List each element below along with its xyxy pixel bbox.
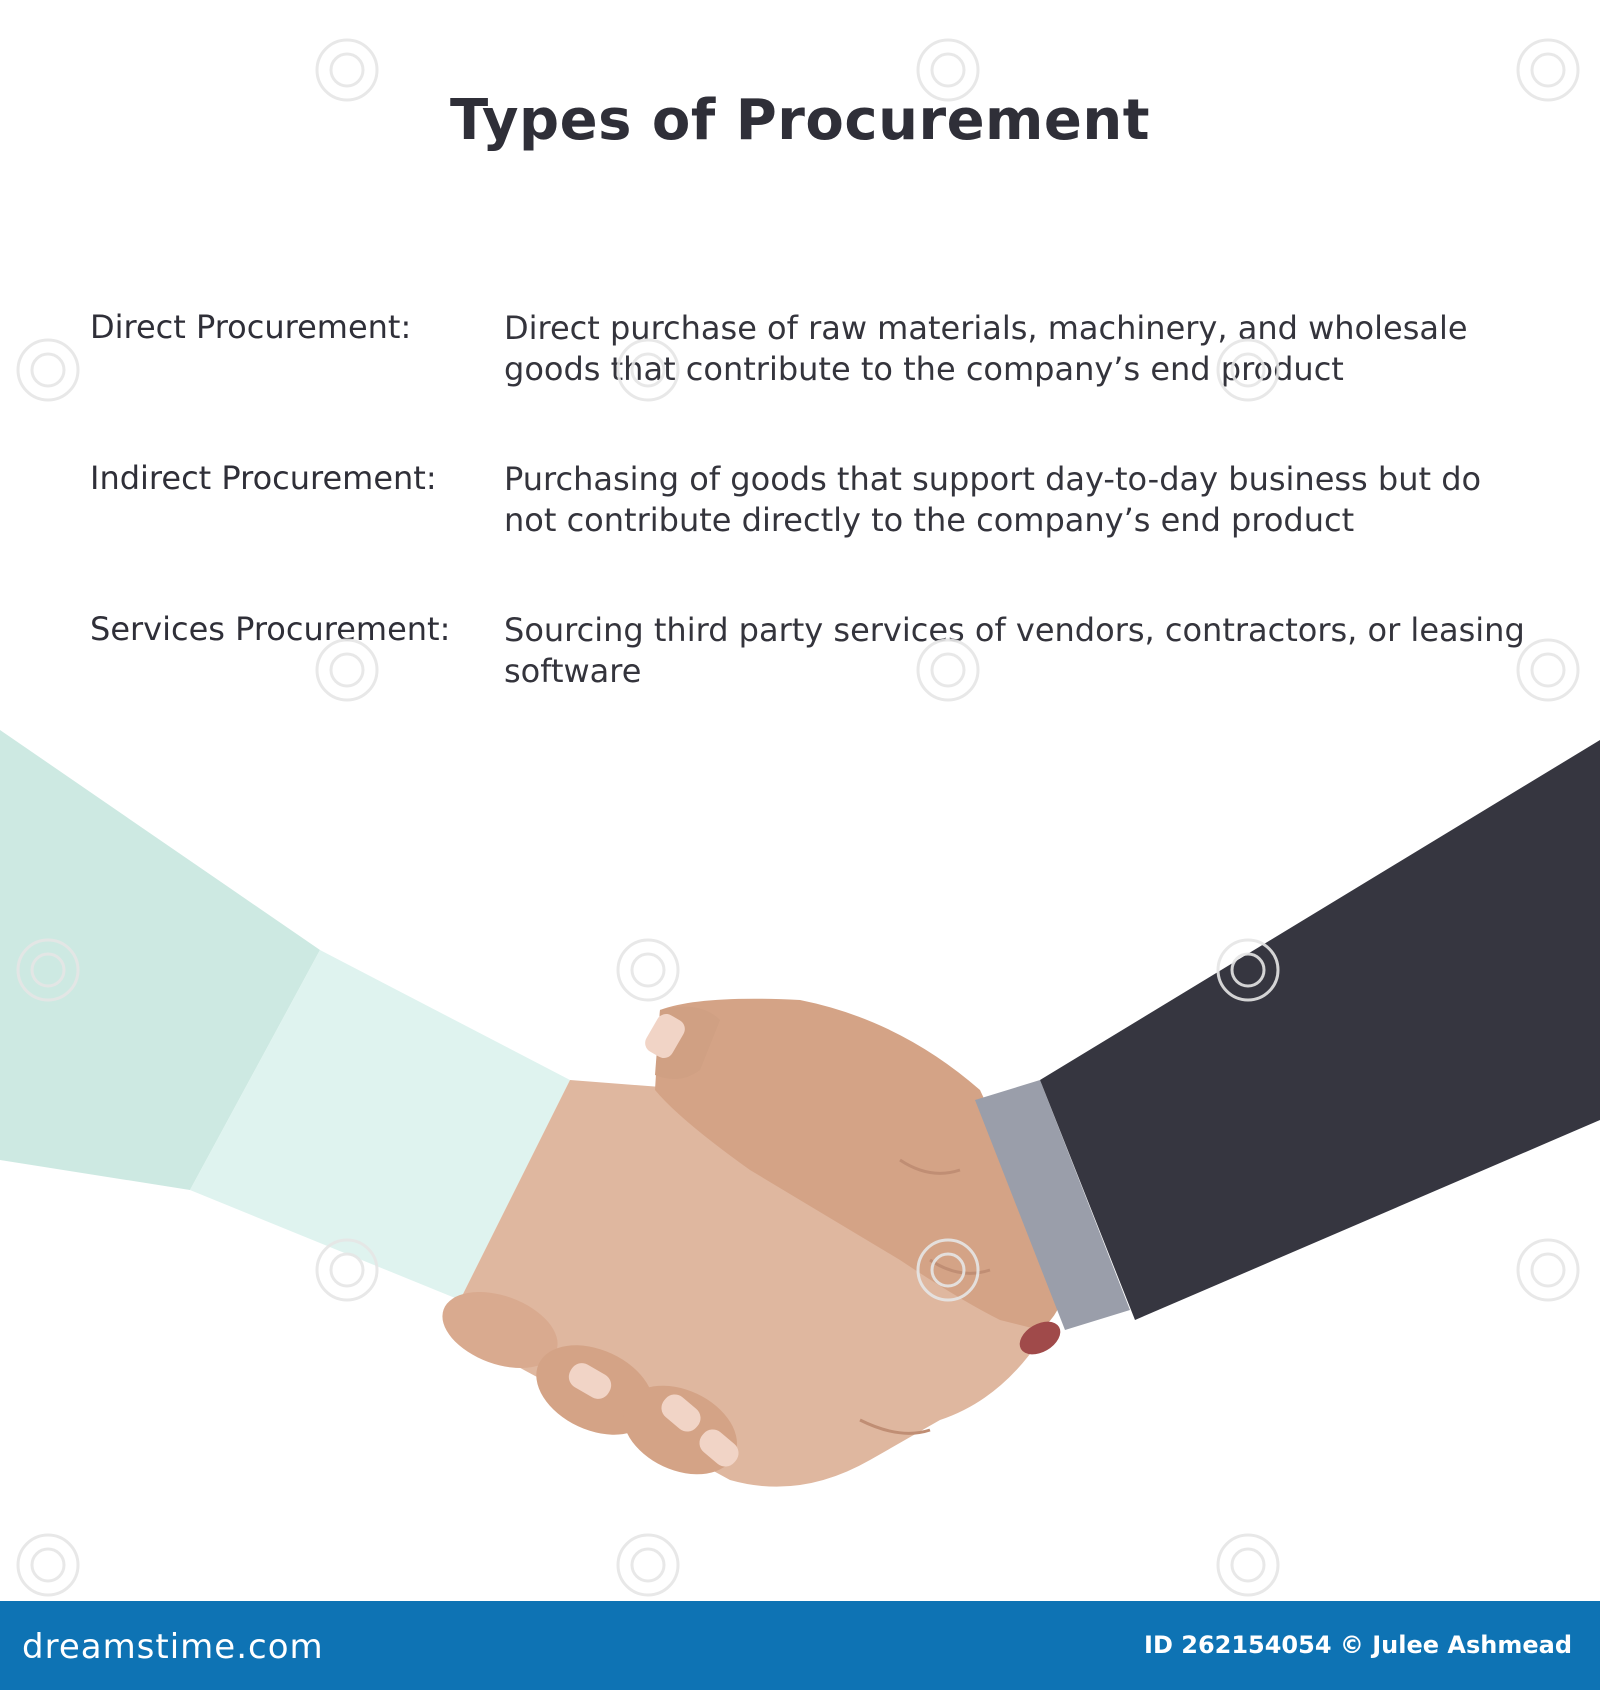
- fingernail: [661, 1394, 701, 1432]
- procurement-description: Sourcing third party services of vendors…: [504, 611, 1525, 690]
- handshake-illustration: [0, 730, 1600, 1487]
- left-cuff: [190, 950, 570, 1300]
- procurement-description: Direct purchase of raw materials, machin…: [504, 309, 1468, 388]
- knuckle-line: [859, 1418, 931, 1435]
- procurement-term: Indirect Procurement:: [90, 459, 437, 497]
- fingernail: [568, 1363, 612, 1399]
- footer-brand: dreamstime.com: [22, 1627, 324, 1667]
- right-jacket-sleeve: [1040, 740, 1600, 1320]
- procurement-description: Purchasing of goods that support day-to-…: [504, 460, 1482, 539]
- painted-nail: [1019, 1321, 1061, 1355]
- left-sleeve: [0, 730, 320, 1190]
- knuckle-line: [899, 1158, 961, 1175]
- procurement-term: Direct Procurement:: [90, 308, 412, 346]
- footer-bar: dreamstime.com ID 262154054 © Julee Ashm…: [0, 1601, 1600, 1690]
- left-finger: [442, 1292, 558, 1368]
- thumbnail: [645, 1013, 685, 1059]
- footer-credit: ID 262154054 © Julee Ashmead: [1144, 1631, 1572, 1659]
- fingernail: [699, 1429, 739, 1467]
- page-title: Types of Procurement: [449, 88, 1151, 153]
- procurement-term: Services Procurement:: [90, 610, 451, 648]
- right-shirt-cuff: [975, 1080, 1130, 1330]
